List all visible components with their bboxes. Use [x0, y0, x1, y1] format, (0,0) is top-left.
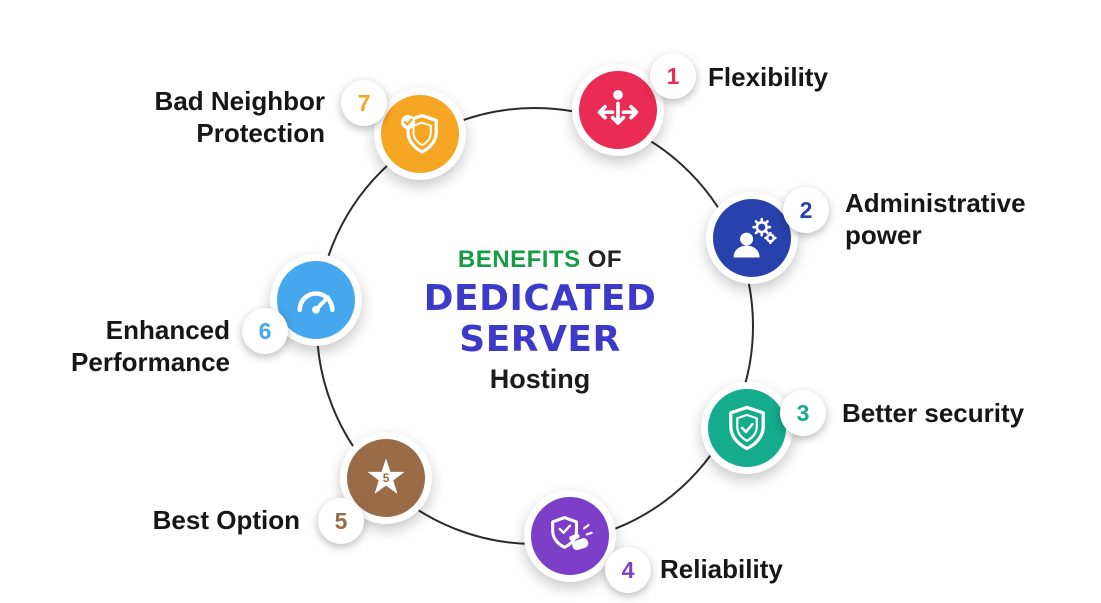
- label-best-option: Best Option: [152, 505, 300, 535]
- title-line-2: DEDICATED SERVER: [423, 278, 657, 360]
- label-flexibility: Flexibility: [708, 62, 828, 92]
- node-administrative-power: [706, 192, 798, 284]
- label-reliability: Reliability: [660, 554, 783, 584]
- number-badge-7: 7: [341, 80, 387, 126]
- node-flexibility: [572, 64, 664, 156]
- title-benefits: BENEFITS: [457, 246, 581, 273]
- speedometer-icon: [290, 274, 342, 326]
- number-badge-2: 2: [783, 187, 829, 233]
- number-badge-5: 5: [318, 498, 364, 544]
- label-enhanced-performance: Enhanced Performance: [71, 315, 230, 377]
- star-icon: 5: [360, 452, 412, 504]
- label-administrative-power: Administrative power: [845, 188, 1026, 250]
- shield-check-icon: [394, 108, 446, 160]
- number-badge-1: 1: [650, 53, 696, 99]
- number-badge-3: 3: [780, 390, 826, 436]
- multi-direction-arrows-icon: [592, 84, 644, 136]
- shield-icon: [721, 402, 773, 454]
- node-reliability: [524, 490, 616, 582]
- label-bad-neighbor-protection: Bad Neighbor Protection: [154, 86, 325, 148]
- label-better-security: Better security: [842, 398, 1025, 428]
- title-line-3: Hosting: [489, 364, 591, 394]
- number-badge-4: 4: [605, 547, 651, 593]
- svg-text:5: 5: [383, 471, 390, 485]
- center-title: BENEFITS OF DEDICATED SERVER Hosting: [375, 246, 705, 395]
- node-bad-neighbor-protection: [374, 88, 466, 180]
- title-line-1: BENEFITS OF: [375, 246, 705, 274]
- admin-user-gears-icon: [726, 212, 778, 264]
- number-badge-6: 6: [242, 308, 288, 354]
- node-better-security: [701, 382, 793, 474]
- title-of: OF: [580, 246, 623, 273]
- node-best-option: 5: [340, 432, 432, 524]
- shield-hand-icon: [544, 510, 596, 562]
